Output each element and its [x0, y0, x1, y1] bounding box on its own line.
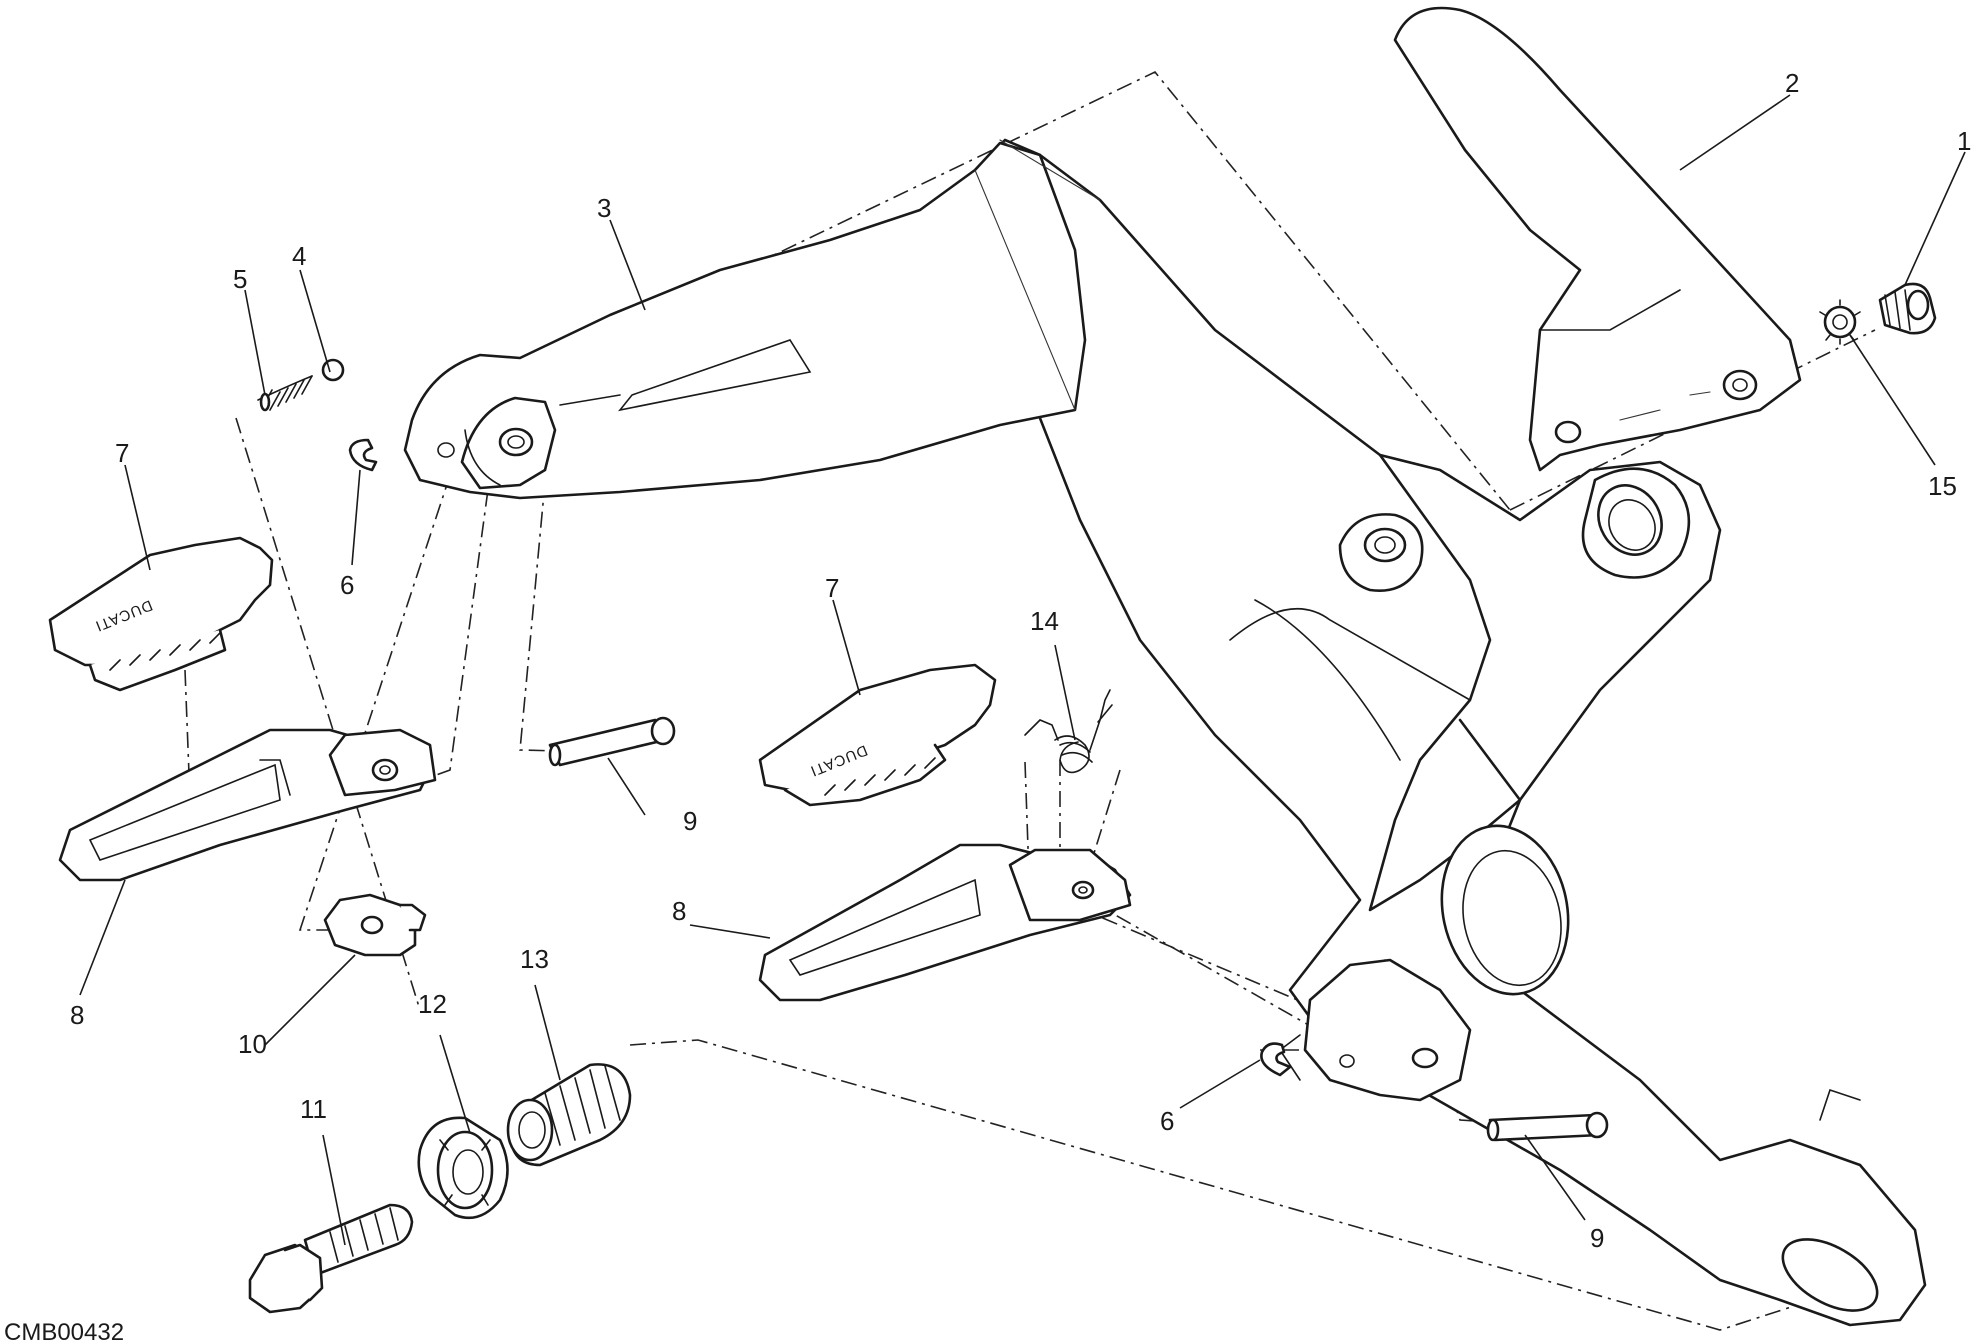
part-6-circlip-lower: [1260, 1042, 1292, 1077]
part-5-spring: [257, 375, 313, 412]
part-7-rubber-pad-center: DUCATI: [758, 663, 997, 807]
callout-1: 1: [1957, 126, 1971, 156]
callout-leaders: [79, 94, 1966, 1246]
part-14-torsion-spring: [1024, 689, 1113, 774]
callout-12: 12: [418, 989, 447, 1019]
part-12-slotted-nut: [417, 1116, 509, 1220]
callout-6-lower: 6: [1160, 1106, 1174, 1136]
callout-8-left: 8: [70, 1000, 84, 1030]
callout-9-upper: 9: [683, 806, 697, 836]
part-8-footpeg-left: [58, 728, 437, 882]
part-1-screw: [1878, 282, 1937, 335]
part-2-heel-guard: [1393, 6, 1802, 472]
part-9-pin-upper: [548, 716, 676, 767]
part-8-footpeg-center: [758, 843, 1132, 1002]
part-10-nut: [323, 893, 427, 957]
part-3-rear-footpeg-holder: [403, 139, 1101, 500]
callout-10: 10: [238, 1029, 267, 1059]
part-15-lock-washer: [1819, 299, 1861, 345]
callout-11: 11: [300, 1094, 327, 1124]
footpeg-bracket-frame: [973, 138, 1927, 1327]
callout-8-center: 8: [672, 896, 686, 926]
part-9-pin-lower: [1486, 1111, 1609, 1142]
callout-4: 4: [292, 241, 306, 271]
callout-2: 2: [1785, 68, 1799, 98]
callout-13: 13: [520, 944, 549, 974]
callout-5: 5: [233, 264, 247, 294]
callout-6-upper: 6: [340, 570, 354, 600]
drawing-code: CMB00432: [4, 1319, 124, 1344]
part-4-ball: [321, 358, 345, 382]
part-13-threaded-bushing: [506, 1063, 632, 1167]
part-6-circlip-upper: [348, 438, 378, 472]
callout-15: 15: [1928, 471, 1957, 501]
callout-7-left: 7: [115, 438, 129, 468]
callout-14: 14: [1030, 606, 1059, 636]
part-11-flange-bolt: [248, 1203, 414, 1314]
callout-3: 3: [597, 193, 611, 223]
part-7-rubber-pad-left: DUCATI: [48, 536, 274, 692]
callout-9-lower: 9: [1590, 1223, 1604, 1253]
callout-labels: 1 2 3 4 5 6 6 7 7 8 8 9 9 10 11 12 13 14…: [70, 68, 1971, 1253]
callout-7-center: 7: [825, 573, 839, 603]
